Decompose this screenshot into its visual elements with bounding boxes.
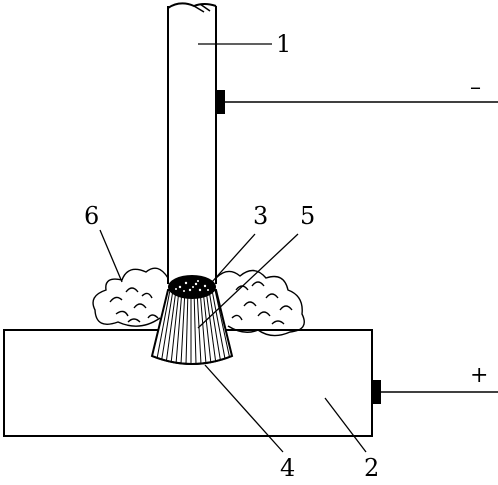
label-electrode-tip: 3 (253, 202, 268, 230)
leader-2 (324, 397, 367, 453)
leader-5 (197, 233, 299, 329)
negative-terminal (216, 90, 225, 114)
polarity-negative: – (470, 75, 481, 100)
gas-shield-cloud (92, 267, 305, 337)
positive-terminal (372, 380, 381, 404)
label-arc: 5 (300, 202, 315, 230)
leader-4 (204, 364, 284, 453)
polarity-positive: + (470, 363, 488, 388)
label-gas-shield: 6 (84, 202, 99, 230)
electrode-tip (168, 275, 216, 299)
leader-3 (211, 233, 256, 283)
weld-pool-contour (151, 355, 233, 365)
label-electrode: 1 (276, 30, 291, 58)
leader-6 (99, 229, 123, 283)
electrode-rod (167, 2, 217, 284)
leader-lines (99, 43, 367, 453)
arc-column (150, 289, 234, 365)
label-workpiece: 2 (364, 454, 379, 480)
label-weld-pool: 4 (280, 454, 295, 480)
